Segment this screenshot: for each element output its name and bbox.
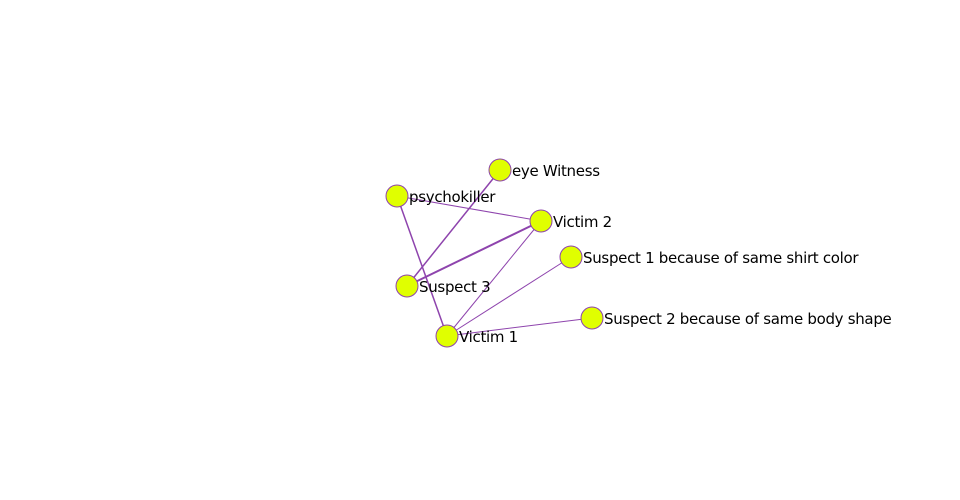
node-suspect3[interactable]: Suspect 3 [395, 274, 491, 298]
node-victim1[interactable]: Victim 1 [435, 324, 518, 348]
node-label: psychokiller [409, 188, 496, 206]
node-label: Victim 1 [459, 328, 518, 346]
node-circle[interactable] [395, 274, 419, 298]
node-label: Victim 2 [553, 213, 612, 231]
node-circle[interactable] [488, 158, 512, 182]
node-victim2[interactable]: Victim 2 [529, 209, 612, 233]
edge-suspect2-victim1 [446, 317, 593, 337]
node-label: Suspect 3 [419, 278, 490, 296]
node-label: Suspect 2 because of same body shape [604, 310, 892, 328]
edge-suspect1-victim1 [446, 256, 572, 337]
edge-victim2-victim1 [446, 220, 542, 337]
node-label: eye Witness [512, 162, 600, 180]
node-suspect1[interactable]: Suspect 1 because of same shirt color [559, 245, 860, 269]
node-circle[interactable] [385, 184, 409, 208]
node-eye_witness[interactable]: eye Witness [488, 158, 601, 182]
node-suspect2[interactable]: Suspect 2 because of same body shape [580, 306, 892, 330]
node-psychokiller[interactable]: psychokiller [385, 184, 497, 208]
edge-eye_witness-suspect3 [406, 169, 501, 287]
edge-psychokiller-victim1 [396, 195, 448, 337]
edge-victim2-suspect3 [406, 220, 542, 287]
node-label: Suspect 1 because of same shirt color [583, 249, 859, 267]
edges-layer [396, 169, 593, 337]
node-circle[interactable] [435, 324, 459, 348]
node-circle[interactable] [529, 209, 553, 233]
node-circle[interactable] [559, 245, 583, 269]
node-circle[interactable] [580, 306, 604, 330]
